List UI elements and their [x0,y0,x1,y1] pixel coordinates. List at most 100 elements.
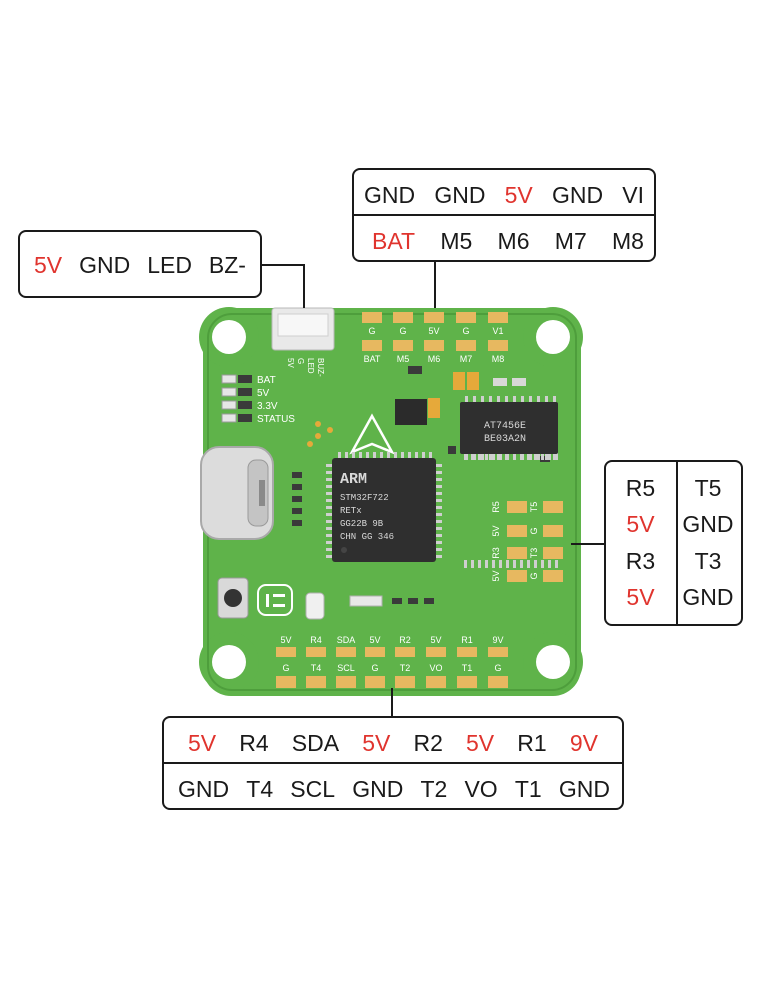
osd-line-2: BE03A2N [484,434,526,445]
bottom-pad [457,676,477,688]
osd-pin [497,396,500,404]
bottom-pad [488,647,508,657]
bottom-label: SCL [290,775,336,802]
callout-right: R5 T5 5V GND R3 T3 5V GND [604,460,743,626]
mcu-pin [541,452,544,460]
top-label: M5 [440,227,473,254]
right-pad [507,547,527,559]
bottom-label: R2 [413,729,443,756]
osd-pin [529,396,532,404]
top-pad-label: M8 [492,354,505,364]
bottom-pad-label: 5V [280,635,291,645]
mcu-pin [434,478,442,481]
callout-top-row-2: BAT M5 M6 M7 M8 [372,226,644,256]
top-label: M6 [497,227,530,254]
bottom-pad [395,647,415,657]
bottom-pad-label: VO [429,663,442,673]
right-pad-label: 5V [491,570,501,581]
mcu-pin [434,492,442,495]
right-pad [543,501,563,513]
mcu-pin [499,452,502,460]
top-pad [456,312,476,323]
callout-bottom-divider [164,762,622,764]
mcu-pin [429,452,432,460]
top-label: M7 [554,227,587,254]
mcu-pin [415,452,418,460]
mcu-pin [401,452,404,460]
bottom-pad [395,676,415,688]
osd-line-1: AT7456E [484,421,526,432]
mcu-pin [366,452,369,460]
right-pad-label: 5V [491,525,501,536]
callout-right-divider [676,462,678,624]
top-pad [424,312,444,323]
usb-c-port [200,446,274,540]
connector-pin-label: G [296,358,305,364]
led-buzzer-connector [271,307,335,351]
right-label: R5 [625,474,656,501]
bottom-label: GND [178,775,230,802]
leader-led-v [303,264,305,308]
mcu-pin [471,560,474,568]
osd-pin [505,396,508,404]
mcu-pin [422,452,425,460]
callout-top-row-1: GND GND 5V GND VI [364,180,644,210]
mcu-line-1: STM32F722 [340,493,389,503]
bottom-label: 5V [362,729,391,756]
mcu-pin [380,452,383,460]
status-led-label: STATUS [257,414,295,425]
boot-icon [257,584,293,616]
mcu-pin [434,471,442,474]
bottom-pad-label: R2 [399,635,411,645]
connector-pin-label: BUZ- [316,358,325,377]
osd-pin [473,452,476,460]
bottom-pad [306,676,326,688]
top-pad-label: G [399,326,406,336]
mcu-pin [338,452,341,460]
leader-right [571,543,606,545]
osd-pin [529,452,532,460]
top-pad [393,312,413,323]
osd-pin [545,396,548,404]
bottom-pad-label: 5V [369,635,380,645]
top-pad-label: G [462,326,469,336]
mcu-pin [434,534,442,537]
status-led [221,400,237,410]
connector-pin-label: 5V [286,358,295,368]
right-label: R3 [625,547,656,574]
bottom-pad-label: 5V [430,635,441,645]
osd-pin [489,396,492,404]
passive-components [292,366,550,607]
led-label: 5V [34,251,63,278]
osd-pin [521,396,524,404]
top-pad [362,340,382,351]
bottom-pad-label: G [371,663,378,673]
crystal [305,592,325,620]
leader-led-h [262,264,304,266]
top-label: GND [364,181,416,208]
mcu-pin [434,485,442,488]
mcu-pin [471,452,474,460]
mcu-brand: ARM [340,471,367,488]
osd-pin [497,452,500,460]
connector-pin-label: LED [306,358,315,374]
mcu-pin [506,560,509,568]
bottom-label: R4 [239,729,269,756]
mcu-pin [492,452,495,460]
mcu-pin [485,452,488,460]
mcu-pin [326,527,334,530]
mcu-pin [527,560,530,568]
callout-top: GND GND 5V GND VI BAT M5 M6 M7 M8 [352,168,656,262]
callout-bottom-row-1: 5V R4 SDA 5V R2 5V R1 9V [188,728,598,758]
top-pad [424,340,444,351]
mcu-pin [534,560,537,568]
mcu-pin [326,534,334,537]
mcu-pin [548,560,551,568]
status-led [221,387,237,397]
right-pad-label: G [529,572,539,579]
mcu-pin [326,471,334,474]
